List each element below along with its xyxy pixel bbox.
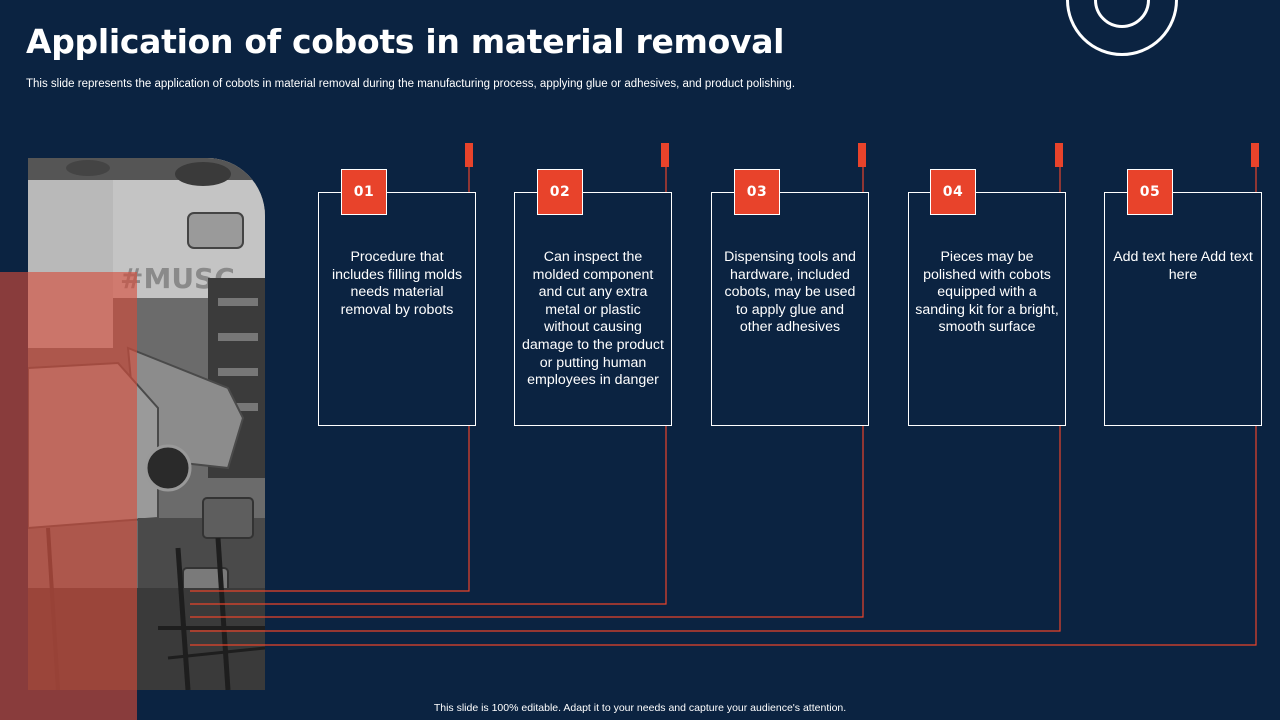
step-flag-04 <box>1055 143 1063 167</box>
step-card-03: Dispensing tools and hardware, included … <box>711 192 869 426</box>
step-flag-02 <box>661 143 669 167</box>
step-text-01: Procedure that includes filling molds ne… <box>331 249 463 318</box>
step-text-03: Dispensing tools and hardware, included … <box>724 249 856 336</box>
connector-02 <box>190 426 667 605</box>
step-badge-05: 05 <box>1127 169 1173 215</box>
step-badge-01: 01 <box>341 169 387 215</box>
step-badge-02: 02 <box>537 169 583 215</box>
step-card-01: Procedure that includes filling molds ne… <box>318 192 476 426</box>
slide-title: Application of cobots in material remova… <box>26 22 785 61</box>
connector-01 <box>190 426 470 592</box>
slide-footer: This slide is 100% editable. Adapt it to… <box>433 702 847 714</box>
step-badge-03: 03 <box>734 169 780 215</box>
step-card-04: Pieces may be polished with cobots equip… <box>908 192 1066 426</box>
connector-05 <box>190 426 1257 646</box>
step-flag-05 <box>1251 143 1259 167</box>
slide-subtitle: This slide represents the application of… <box>26 78 796 90</box>
step-card-05: Add text here Add text here <box>1104 192 1262 426</box>
step-flag-03 <box>858 143 866 167</box>
connector-04 <box>190 426 1061 632</box>
step-card-02: Can inspect the molded component and cut… <box>514 192 672 426</box>
step-text-04: Pieces may be polished with cobots equip… <box>915 249 1059 336</box>
step-text-02: Can inspect the molded component and cut… <box>522 249 664 389</box>
step-text-05: Add text here Add text here <box>1113 249 1253 283</box>
step-badge-04: 04 <box>930 169 976 215</box>
red-overlay-panel <box>0 272 137 720</box>
step-flag-01 <box>465 143 473 167</box>
connector-03 <box>190 426 864 618</box>
